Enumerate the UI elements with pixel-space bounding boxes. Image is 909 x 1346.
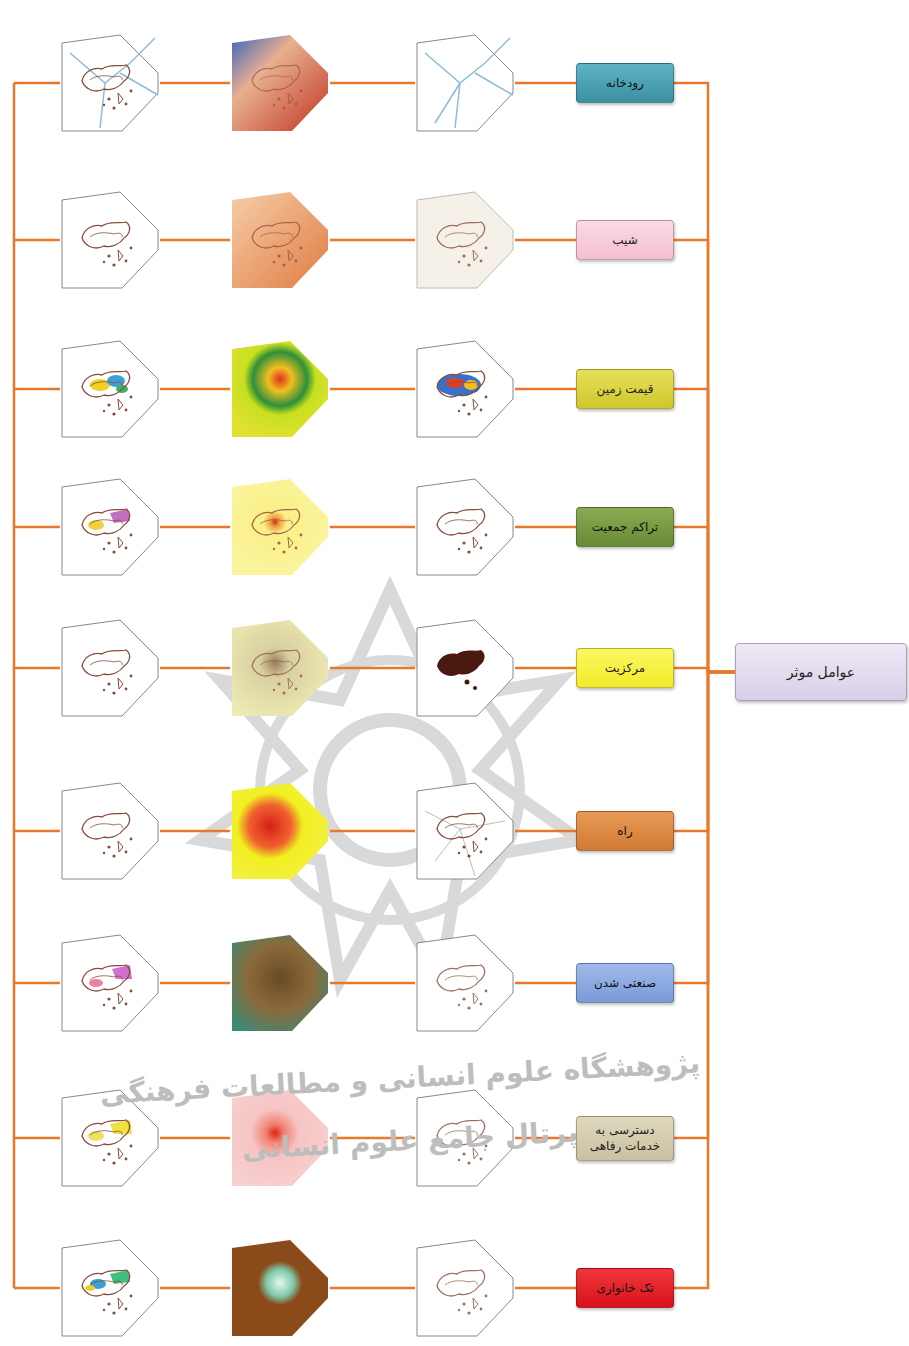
map-row — [14, 781, 576, 881]
map-row — [14, 477, 576, 577]
map-thumbnail — [417, 935, 513, 1031]
node-label: قیمت زمین — [597, 381, 654, 397]
map-thumbnail — [417, 35, 513, 131]
map-thumbnail — [230, 618, 330, 718]
map-thumbnail — [62, 783, 158, 879]
map-thumbnail — [230, 933, 330, 1033]
map-row — [14, 1238, 576, 1338]
bracket-connector — [674, 672, 735, 831]
factor-box: راه — [576, 811, 674, 851]
map-thumbnail — [417, 1240, 513, 1336]
map-row — [14, 933, 576, 1033]
node-label: دسترسی به خدمات رفاهی — [583, 1122, 667, 1154]
watermark-emblem — [200, 590, 580, 980]
map-thumbnail — [62, 192, 158, 288]
node-label: مرکزیت — [605, 660, 646, 676]
emblem-star — [200, 590, 580, 980]
map-row — [14, 339, 576, 439]
factor-box: مرکزیت — [576, 648, 674, 688]
node-label: راه — [617, 823, 632, 839]
map-thumbnail — [417, 479, 513, 575]
map-thumbnail — [62, 479, 158, 575]
map-thumbnail — [417, 783, 513, 879]
node-label: تک خانواری — [596, 1280, 653, 1296]
node-label: عوامل موثر — [787, 663, 855, 682]
map-thumbnail — [417, 192, 513, 288]
map-row — [14, 33, 576, 133]
factor-box: دسترسی به خدمات رفاهی — [576, 1116, 674, 1161]
map-row — [14, 190, 576, 290]
factor-box: تراکم جمعیت — [576, 507, 674, 547]
map-thumbnail — [230, 33, 330, 133]
node-label: صنعتی شدن — [594, 975, 656, 991]
watermark-text: پرتال جامع علوم انسانی — [241, 1115, 579, 1166]
bracket-connector — [674, 672, 735, 1288]
map-thumbnail — [417, 620, 513, 716]
map-thumbnail — [230, 1238, 330, 1338]
factor-box: رودخانه — [576, 63, 674, 103]
map-thumbnail — [62, 341, 158, 437]
map-thumbnail — [417, 341, 513, 437]
bracket-connector — [674, 527, 735, 672]
bracket-connector — [674, 240, 735, 672]
node-label: رودخانه — [606, 75, 644, 91]
map-row — [14, 618, 576, 718]
map-thumbnail — [62, 620, 158, 716]
bracket-connector — [674, 83, 735, 672]
factor-box: صنعتی شدن — [576, 963, 674, 1003]
map-thumbnail — [62, 35, 158, 131]
node-label: تراکم جمعیت — [592, 519, 658, 535]
factor-box: تک خانواری — [576, 1268, 674, 1308]
map-thumbnail — [230, 781, 330, 881]
watermark-text: پژوهشگاه علوم انسانی و مطالعات فرهنگی — [99, 1046, 701, 1110]
left-bracket — [13, 83, 16, 1288]
map-thumbnail — [62, 935, 158, 1031]
factor-box: قیمت زمین — [576, 369, 674, 409]
map-thumbnail — [230, 190, 330, 290]
map-thumbnail — [230, 477, 330, 577]
factor-box: شیب — [576, 220, 674, 260]
map-thumbnail — [230, 339, 330, 439]
node-label: شیب — [612, 232, 637, 248]
map-thumbnail — [62, 1240, 158, 1336]
root-box: عوامل موثر — [735, 643, 907, 701]
bracket-connector — [674, 672, 735, 983]
bracket-connector — [674, 389, 735, 672]
